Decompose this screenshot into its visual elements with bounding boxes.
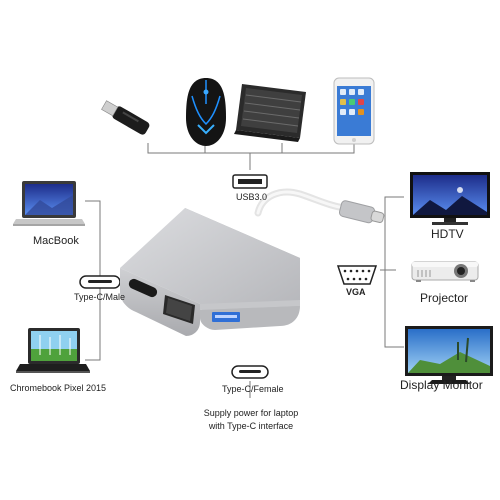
smartphone-icon (333, 77, 375, 145)
chromebook-label: Chromebook Pixel 2015 (10, 383, 107, 393)
vga-port-icon (336, 265, 378, 285)
hdtv-label: HDTV (431, 227, 464, 241)
hdtv-icon (410, 172, 490, 225)
usb-drive-icon (101, 100, 150, 135)
macbook-icon (13, 181, 85, 226)
display-monitor-icon (405, 326, 493, 384)
usb-c-adapter-icon (120, 188, 385, 336)
supply-power-label: Supply power for laptop (203, 408, 299, 418)
typec-interface-label: with Type-C interface (208, 421, 294, 431)
gaming-mouse-icon (186, 78, 226, 146)
usb-port-icon (232, 174, 268, 189)
projector-icon (411, 261, 479, 282)
typec-port-icon (79, 275, 121, 289)
typec-female-label: Type-C/Female (222, 384, 284, 394)
macbook-label: MacBook (33, 235, 79, 247)
keyboard-icon (234, 84, 306, 142)
typec-male-label: Type-C/Male (74, 292, 126, 302)
usb30-label: USB3.0 (236, 192, 268, 202)
projector-label: Projector (420, 291, 469, 305)
display-monitor-label: Display Monitor (400, 378, 483, 392)
typec-female-port-icon (231, 365, 269, 379)
chromebook-icon (16, 328, 90, 373)
vga-label: VGA (346, 287, 366, 297)
